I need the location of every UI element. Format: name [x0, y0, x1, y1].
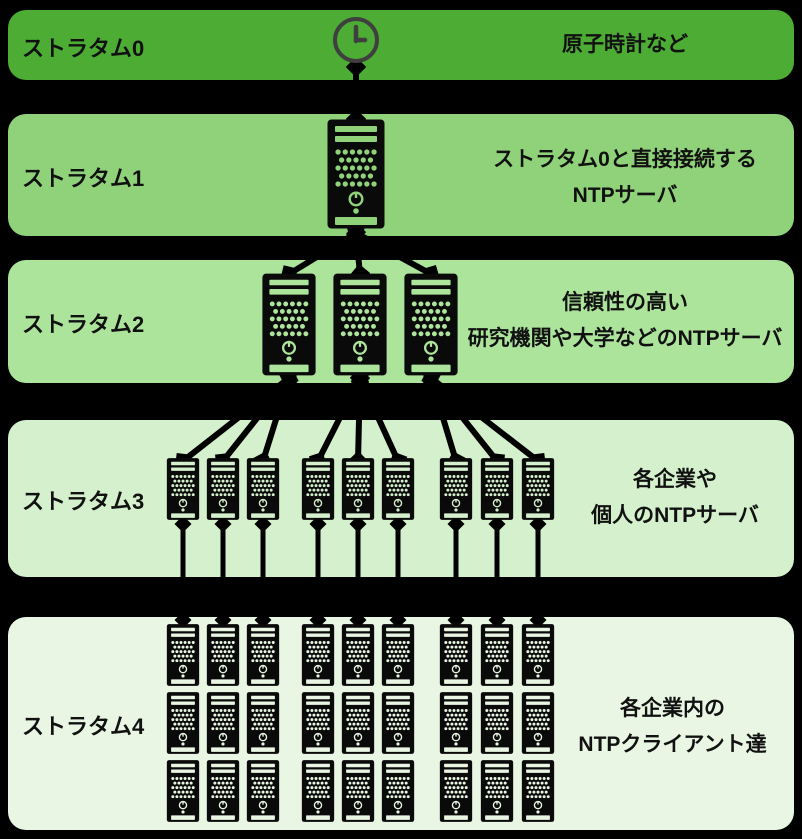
- server-icon: [521, 758, 555, 824]
- server-icon: [246, 622, 280, 688]
- server-icon: [341, 456, 375, 522]
- server-icon: [381, 690, 415, 756]
- server-icon: [333, 274, 386, 376]
- description-line: 原子時計など: [562, 33, 688, 56]
- server-icon: [404, 274, 457, 376]
- server-icon: [480, 456, 514, 522]
- description-line: 研究機関や大学などのNTPサーバ: [467, 327, 783, 350]
- connector-arrow: [347, 367, 371, 472]
- stratum0-label: ストラタム0: [22, 36, 145, 61]
- description-line: 各企業内の: [620, 697, 725, 720]
- server-icon: [521, 622, 555, 688]
- server-icon: [206, 758, 240, 824]
- stratum0-description: 原子時計など: [450, 27, 800, 63]
- connector-arrow: [350, 368, 408, 471]
- stratum1-label: ストラタム1: [22, 166, 145, 191]
- stratum2-label: ストラタム2: [22, 312, 145, 337]
- connector-arrow: [422, 369, 547, 470]
- server-icon: [301, 622, 335, 688]
- connector-arrows: [174, 56, 547, 629]
- stratum1-band: [8, 114, 794, 236]
- server-icon: [166, 758, 200, 824]
- server-icon: [166, 690, 200, 756]
- server-icon: [206, 622, 240, 688]
- client-icons: [166, 622, 555, 824]
- description-line: 各企業や: [633, 468, 717, 491]
- server-icon: [262, 274, 315, 376]
- connector-arrow: [347, 224, 440, 283]
- clock-icon: [333, 17, 379, 63]
- server-icon: [246, 456, 280, 522]
- server-icon: [480, 758, 514, 824]
- server-icon: [166, 622, 200, 688]
- server-icon: [341, 622, 375, 688]
- description-line: 個人のNTPサーバ: [591, 504, 759, 527]
- server-icon: [439, 456, 473, 522]
- server-icon: [246, 758, 280, 824]
- description-line: NTPクライアント達: [578, 733, 767, 756]
- stratum1-description: ストラタム0と直接接続する NTPサーバ: [450, 142, 800, 214]
- server-icon: [521, 456, 555, 522]
- server-icon: [439, 622, 473, 688]
- connector-arrow: [308, 368, 370, 471]
- connector-arrow: [280, 224, 365, 283]
- server-icon: [166, 456, 200, 522]
- connector-arrow: [253, 368, 299, 471]
- stratum3-description: 各企業や 個人のNTPサーバ: [558, 462, 792, 534]
- server-icon: [439, 758, 473, 824]
- server-icon: [480, 622, 514, 688]
- server-icon: [439, 690, 473, 756]
- description-line: 信頼性の高い: [562, 291, 688, 314]
- server-icon: [341, 690, 375, 756]
- stratum4-description: 各企業内の NTPクライアント達: [545, 691, 800, 763]
- server-icon: [381, 622, 415, 688]
- server-icon: [381, 456, 415, 522]
- server-icon: [521, 690, 555, 756]
- server-icon: [246, 690, 280, 756]
- description-line: ストラタム0と直接接続する: [493, 148, 757, 171]
- server-icon: [341, 758, 375, 824]
- server-icon: [206, 456, 240, 522]
- stratum2-description: 信頼性の高い 研究機関や大学などのNTPサーバ: [430, 285, 802, 357]
- server-icon: [301, 690, 335, 756]
- server-icon: [301, 758, 335, 824]
- server-icon: [480, 690, 514, 756]
- stratum3-label: ストラタム3: [22, 489, 145, 514]
- stratum4-label: ストラタム4: [22, 714, 145, 739]
- connector-arrow: [345, 222, 371, 285]
- server-icon: [301, 456, 335, 522]
- description-line: NTPサーバ: [572, 184, 678, 207]
- server-icon: [206, 690, 240, 756]
- server-icon: [381, 758, 415, 824]
- stratum0-band: [8, 10, 794, 80]
- server-icon: [328, 120, 385, 229]
